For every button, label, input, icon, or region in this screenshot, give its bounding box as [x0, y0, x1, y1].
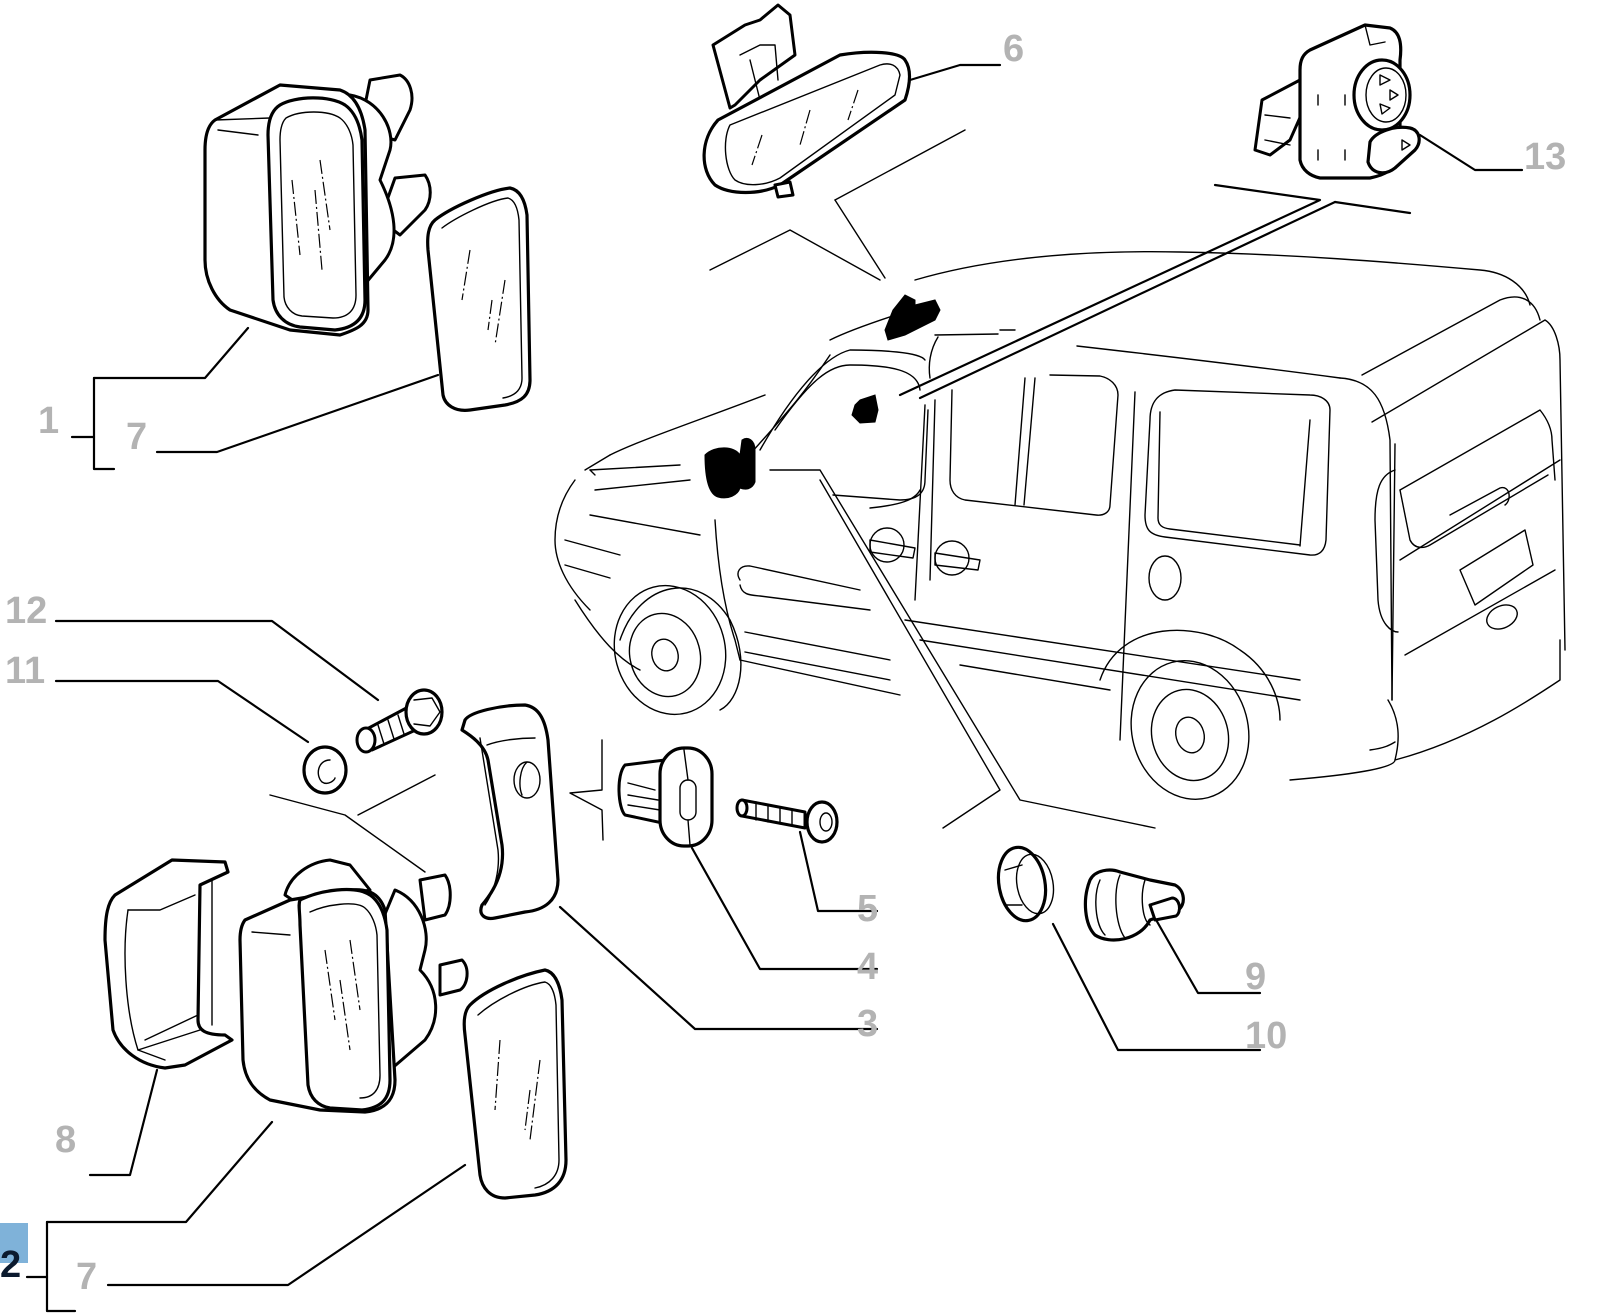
door-mirror-location: [704, 437, 756, 499]
vehicle-outline: [554, 251, 1566, 800]
washer: [302, 745, 348, 795]
callout-10[interactable]: 10: [1245, 1015, 1288, 1057]
front-wheel: [613, 584, 742, 716]
callout-12[interactable]: 12: [5, 590, 48, 632]
bolt: [355, 688, 444, 754]
callout-2-selected[interactable]: 2: [0, 1244, 22, 1286]
door-mirror-assembly-upper: [203, 73, 432, 337]
screw: [735, 798, 839, 844]
callout-7-upper[interactable]: 7: [126, 416, 148, 458]
callout-1[interactable]: 1: [38, 400, 60, 442]
interior-rear-view-mirror: [702, 3, 912, 199]
callout-11[interactable]: 11: [5, 650, 46, 692]
door-handle-front: [869, 527, 916, 563]
switch-location: [851, 394, 879, 424]
door-handle-rear: [934, 540, 981, 576]
clip-bushing: [617, 746, 714, 848]
selected-callout-highlight: [0, 1223, 28, 1263]
mirror-adjust-switch: [1253, 23, 1421, 180]
callout-13[interactable]: 13: [1524, 136, 1567, 178]
mirror-glass-upper: [426, 186, 532, 412]
leader-lines: [25, 63, 1524, 1313]
callout-4[interactable]: 4: [857, 946, 879, 988]
mirror-glass-lower: [462, 968, 568, 1200]
mirror-trim-cover: [460, 703, 560, 921]
interior-mirror-location: [884, 294, 941, 341]
callout-5[interactable]: 5: [857, 888, 879, 930]
callout-6[interactable]: 6: [1003, 28, 1025, 70]
callout-8[interactable]: 8: [55, 1119, 77, 1161]
callout-3[interactable]: 3: [857, 1003, 879, 1045]
grommet: [1083, 868, 1185, 942]
rear-wheel: [1099, 629, 1281, 800]
door-mirror-assembly-lower: [238, 858, 469, 1114]
cap-ring: [996, 845, 1055, 923]
mirror-cover-housing: [103, 858, 234, 1070]
callout-7-lower[interactable]: 7: [76, 1256, 98, 1298]
callout-9[interactable]: 9: [1245, 956, 1267, 998]
